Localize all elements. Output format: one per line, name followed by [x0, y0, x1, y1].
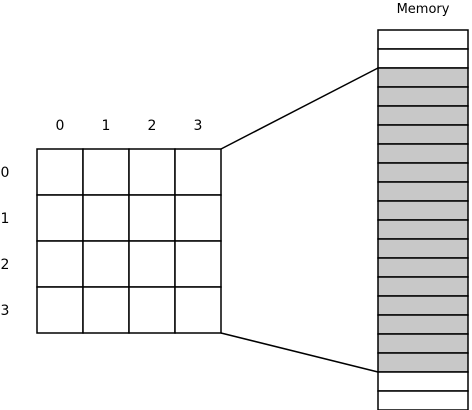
column-label-0: 0 [56, 118, 65, 134]
mapping-lines [220, 67, 379, 373]
memory-cell-13 [377, 276, 469, 297]
memory-cell-0 [377, 29, 469, 50]
memory-title: Memory [397, 2, 450, 17]
array-cell-r1-c2 [128, 194, 176, 242]
column-label-1: 1 [102, 118, 111, 134]
two-d-array-grid [36, 148, 222, 334]
row-label-2: 2 [1, 257, 10, 273]
memory-cell-14 [377, 295, 469, 316]
row-label-1: 1 [1, 211, 10, 227]
memory-cell-11 [377, 238, 469, 259]
memory-cell-18 [377, 371, 469, 392]
memory-cell-5 [377, 124, 469, 145]
memory-cell-17 [377, 352, 469, 373]
memory-cell-1 [377, 48, 469, 69]
column-index-labels: 0 1 2 3 [56, 118, 203, 134]
array-cell-r2-c0 [36, 240, 84, 288]
memory-column [377, 29, 469, 410]
array-cell-r2-c1 [82, 240, 130, 288]
array-cell-r2-c2 [128, 240, 176, 288]
row-label-3: 3 [1, 303, 10, 319]
array-cell-r1-c3 [174, 194, 222, 242]
memory-cell-7 [377, 162, 469, 183]
memory-cell-6 [377, 143, 469, 164]
memory-cell-3 [377, 86, 469, 107]
top-mapping-line [220, 67, 379, 150]
array-cell-r1-c0 [36, 194, 84, 242]
row-index-labels: 0 1 2 3 [1, 165, 10, 319]
array-cell-r3-c3 [174, 286, 222, 334]
memory-cell-16 [377, 333, 469, 354]
memory-cell-2 [377, 67, 469, 88]
memory-cell-12 [377, 257, 469, 278]
memory-cell-10 [377, 219, 469, 240]
memory-cell-8 [377, 181, 469, 202]
memory-cell-9 [377, 200, 469, 221]
column-label-2: 2 [148, 118, 157, 134]
array-cell-r2-c3 [174, 240, 222, 288]
array-cell-r0-c1 [82, 148, 130, 196]
memory-cell-19 [377, 390, 469, 410]
bottom-mapping-line [220, 332, 379, 373]
column-label-3: 3 [194, 118, 203, 134]
array-cell-r1-c1 [82, 194, 130, 242]
memory-cell-15 [377, 314, 469, 335]
array-cell-r0-c2 [128, 148, 176, 196]
array-cell-r0-c3 [174, 148, 222, 196]
array-cell-r0-c0 [36, 148, 84, 196]
memory-cell-4 [377, 105, 469, 126]
row-label-0: 0 [1, 165, 10, 181]
array-cell-r3-c1 [82, 286, 130, 334]
array-cell-r3-c2 [128, 286, 176, 334]
array-cell-r3-c0 [36, 286, 84, 334]
